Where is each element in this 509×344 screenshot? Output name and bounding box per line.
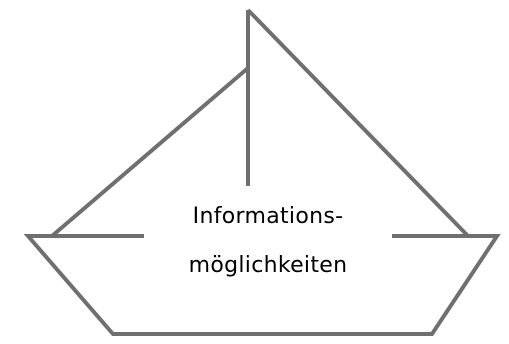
label-line-2: möglichkeiten xyxy=(188,253,348,278)
right-sail xyxy=(246,8,470,238)
left-sail xyxy=(50,66,250,238)
label-line-1: Informations- xyxy=(192,204,344,229)
label-box: Informations- möglichkeiten xyxy=(144,186,392,294)
